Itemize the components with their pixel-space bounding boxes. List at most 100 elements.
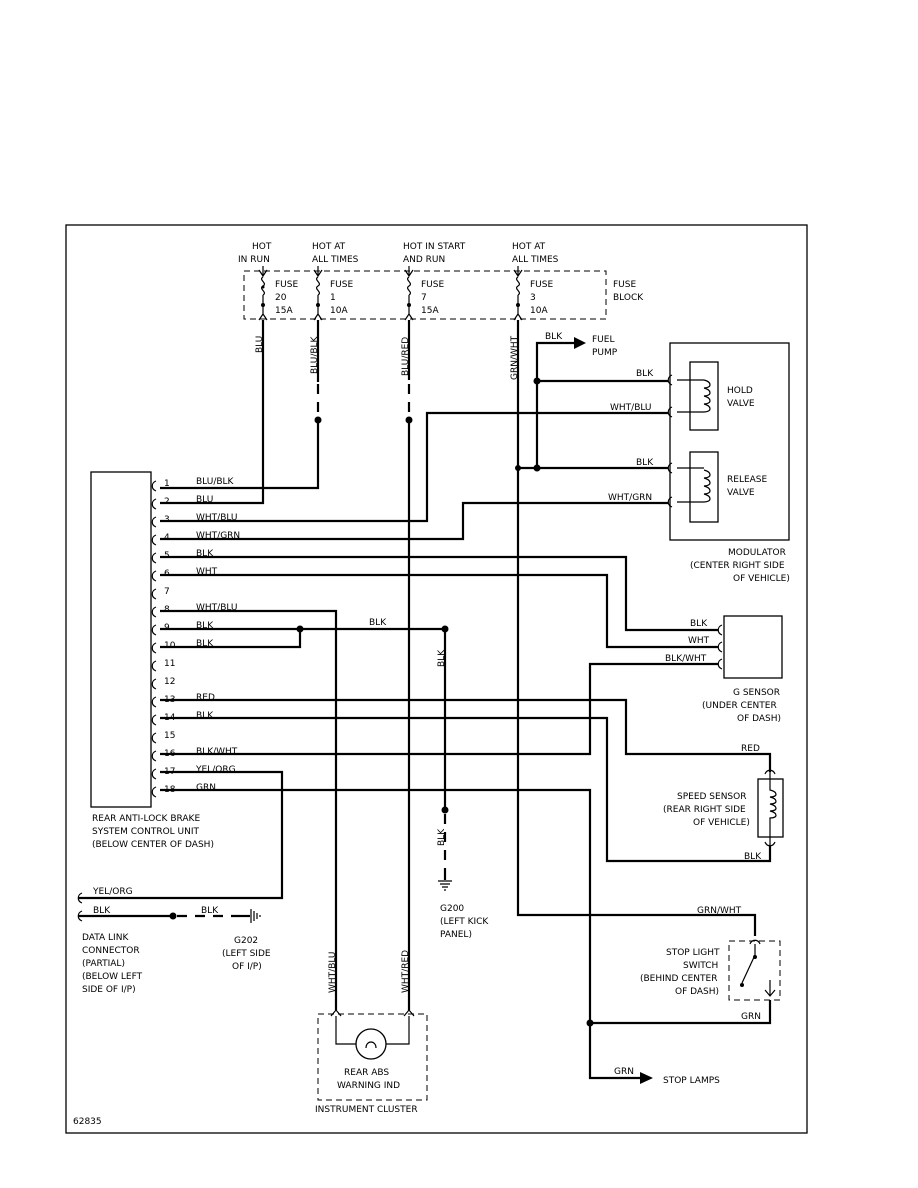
fuse-1-hot-1: HOT AT	[312, 242, 346, 252]
pin-9-wire-label: BLK	[196, 621, 214, 631]
fuse-3-rating: 10A	[530, 306, 548, 316]
hold-valve-leads	[677, 379, 704, 413]
speed-sensor-wire-blk: BLK	[744, 852, 762, 862]
wire-pin14-blk-speed	[160, 716, 772, 863]
fuse-3-number: 3	[530, 293, 536, 303]
pin-4-number: 4	[164, 533, 170, 543]
stop-switch-contacts	[741, 944, 771, 996]
pin-17-terminal	[151, 768, 157, 780]
pin-16-wire-label: BLK/WHT	[196, 747, 238, 757]
cluster-lamp-label-2: WARNING IND	[337, 1081, 400, 1091]
pin-13-wire-label: RED	[196, 693, 215, 703]
release-valve-label-2: VALVE	[727, 488, 755, 498]
wire-pin18-grn-stop	[160, 788, 640, 1080]
wire-release-wht-grn-label: WHT/GRN	[608, 493, 652, 503]
wire-release-blk-label: BLK	[636, 458, 654, 468]
fuse-1-terminal-bottom	[316, 303, 320, 307]
g-sensor: BLK WHT BLK/WHT G SENSOR (UNDER CENTER O…	[665, 615, 783, 724]
warning-lamp-bulb	[355, 1028, 387, 1060]
g200-ground-symbol	[438, 880, 452, 891]
fuse-20-number: 20	[275, 293, 287, 303]
pin-3-number: 3	[164, 515, 170, 525]
splice-pin9-10	[296, 625, 304, 633]
release-valve-label-1: RELEASE	[727, 475, 768, 485]
release-valve-connector-2	[667, 496, 673, 508]
pin-4-terminal	[151, 534, 157, 546]
hold-valve-connector-1	[667, 374, 673, 386]
fuse-7-number: 7	[421, 293, 427, 303]
diagram-frame	[65, 224, 808, 1134]
wire-hold-blk-label: BLK	[636, 369, 654, 379]
pin-2-wire-label: BLU	[196, 495, 213, 505]
g-sensor-connectors	[717, 624, 723, 670]
fuse-20-hot-1: HOT	[252, 242, 272, 252]
stop-switch-outline	[728, 940, 781, 1001]
pin-18-terminal	[151, 786, 157, 798]
modulator-label-2: (CENTER RIGHT SIDE	[690, 561, 785, 571]
hold-valve-label-2: VALVE	[727, 399, 755, 409]
wire-stop-switch-grn	[590, 1000, 772, 1025]
pin-2-terminal	[151, 498, 157, 510]
pin-12-terminal	[151, 678, 157, 690]
pin-8-terminal	[151, 606, 157, 618]
wire-release-wht-grn	[160, 501, 668, 541]
cluster-lamp-label-1: REAR ABS	[344, 1068, 389, 1078]
stop-switch-label-4: OF DASH)	[675, 987, 719, 997]
dlc-ground-wire-label: BLK	[201, 906, 219, 916]
stop-lamps-arrow	[640, 1072, 653, 1084]
pin-1-number: 1	[164, 479, 170, 489]
control-unit-label-3: (BELOW CENTER OF DASH)	[92, 840, 214, 850]
pin-17-wire-label: YEL/ORG	[195, 765, 236, 775]
fuse-1: HOT AT ALL TIMES FUSE 1 10A	[312, 242, 359, 321]
pin-6-terminal	[151, 570, 157, 582]
speed-sensor-connector-bottom	[764, 841, 776, 847]
dlc-terminal-1	[77, 892, 83, 904]
wire-hold-wht-blu	[160, 411, 668, 523]
splice-dlc-blk	[169, 912, 177, 920]
fuse-20: HOT IN RUN FUSE 20 15A	[238, 242, 298, 321]
g-sensor-label-1: G SENSOR	[733, 688, 780, 698]
wire-label-grn-wht: GRN/WHT	[510, 335, 520, 380]
fuel-pump-label-2: PUMP	[592, 348, 618, 358]
cluster-wire-wht-blu: WHT/BLU	[328, 951, 338, 993]
g202-label-3: OF I/P)	[232, 962, 262, 972]
wire-pin16-blk-wht-gsensor	[160, 662, 718, 756]
fuse-20-symbol	[258, 266, 268, 321]
stop-switch-wire-in: GRN/WHT	[697, 906, 742, 916]
fuel-pump-label-1: FUEL	[592, 335, 614, 345]
warning-lamp-filament	[365, 1041, 377, 1049]
hold-valve-box	[689, 361, 719, 431]
fuse-7: HOT IN START AND RUN FUSE 7 15A	[403, 242, 466, 321]
pin-4-wire-label: WHT/GRN	[196, 531, 240, 541]
release-valve-coil	[703, 469, 711, 503]
pin-6-wire-label: WHT	[196, 567, 218, 577]
fuse-1-number: 1	[330, 293, 336, 303]
pin-10-wire-label: BLK	[196, 639, 214, 649]
fuel-pump-arrow	[574, 337, 586, 349]
speed-sensor-label-1: SPEED SENSOR	[677, 792, 747, 802]
fuse-1-name: FUSE	[330, 280, 353, 290]
stop-switch-terminal-top	[749, 939, 761, 945]
fuse-20-hot-2: IN RUN	[238, 255, 270, 265]
cluster-internal-wiring	[335, 1016, 410, 1045]
speed-sensor-coil	[769, 772, 777, 845]
pin-3-terminal	[151, 516, 157, 528]
fuse-3-terminal-bottom	[516, 303, 520, 307]
control-unit: REAR ANTI-LOCK BRAKE SYSTEM CONTROL UNIT…	[90, 471, 240, 850]
release-valve-connector-1	[667, 462, 673, 474]
wire-pin5-blk-gsensor	[160, 555, 718, 632]
splice-release-grn-wht	[515, 465, 521, 471]
stop-switch-contact-top	[753, 955, 757, 959]
pin-13-terminal	[151, 696, 157, 708]
dlc-wire-yel-org: YEL/ORG	[92, 887, 133, 897]
splice-fuse1	[314, 416, 322, 424]
cluster-terminals	[330, 1009, 415, 1017]
fuse-7-hot-2: AND RUN	[403, 255, 445, 265]
fuse-7-symbol	[404, 266, 414, 321]
instrument-cluster: WHT/BLU WHT/RED REAR ABS WARNING IND INS…	[315, 950, 428, 1115]
hold-valve-connector-2	[667, 406, 673, 418]
g200-label-2: (LEFT KICK	[440, 917, 489, 927]
pin-7-number: 7	[164, 587, 170, 597]
fuse-3-name: FUSE	[530, 280, 553, 290]
